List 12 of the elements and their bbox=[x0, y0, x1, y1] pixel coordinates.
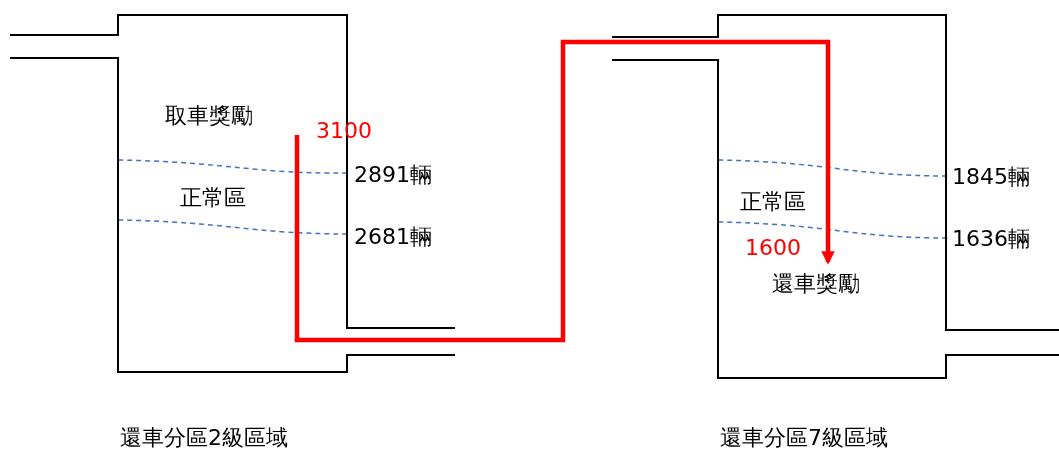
zone-label: 正常區 bbox=[740, 188, 806, 216]
zone-caption: 還車分區7級區域 bbox=[720, 424, 888, 452]
zone-label: 還車獎勵 bbox=[772, 270, 860, 298]
zone-label: 正常區 bbox=[180, 184, 246, 212]
flow-arrow bbox=[294, 39, 835, 343]
zone-caption: 還車分區2級區域 bbox=[120, 424, 288, 452]
value-label: 1600 bbox=[745, 235, 801, 260]
zone-label: 取車獎勵 bbox=[165, 102, 253, 130]
level-label: 2681輛 bbox=[354, 223, 432, 251]
level-label: 2891輛 bbox=[354, 161, 432, 189]
level-label: 1636輛 bbox=[952, 225, 1030, 253]
level-label: 1845輛 bbox=[952, 163, 1030, 191]
